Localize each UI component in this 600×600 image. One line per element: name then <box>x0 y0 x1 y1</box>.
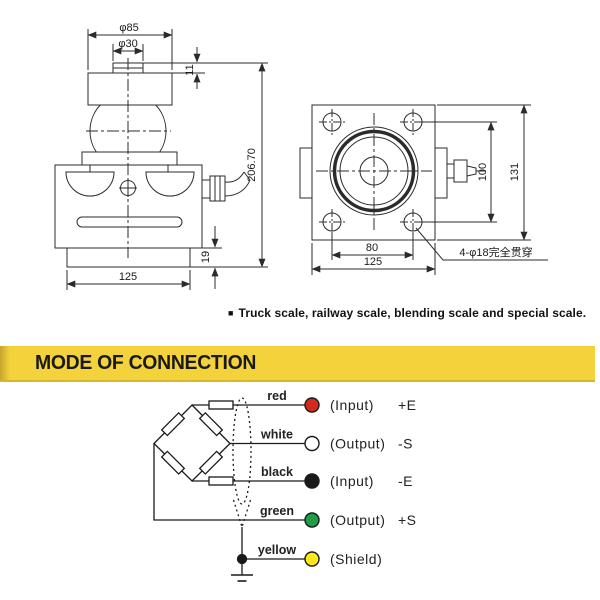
dim-plate-height: 131 <box>509 163 521 181</box>
section-title: MODE OF CONNECTION <box>35 351 257 374</box>
terminal-function: (Input) <box>330 473 374 489</box>
terminal-dot <box>304 473 320 489</box>
technical-drawings: φ85 φ30 11 206.70 19 125 <box>54 22 548 290</box>
terminal-signal: -S <box>398 436 413 452</box>
cable-gland <box>201 171 251 202</box>
terminal-function: (Shield) <box>330 551 382 567</box>
dim-cap-diameter: φ30 <box>118 38 137 50</box>
terminal-dot <box>304 435 320 452</box>
dim-top-diameter: φ85 <box>119 22 138 34</box>
front-view-drawing <box>299 104 486 241</box>
terminal-row-yellow: yellow (Shield) <box>258 543 382 567</box>
side-view-drawing <box>54 58 251 268</box>
ground-symbol <box>231 527 253 582</box>
body-slot <box>76 216 183 228</box>
front-view-dim-labels: 100 131 80 125 4-φ18完全贯穿 <box>364 163 533 268</box>
front-view-dimensions <box>311 104 548 275</box>
dim-hole-pitch-vertical: 100 <box>477 163 489 181</box>
dim-base-height: 19 <box>200 251 212 263</box>
wire-label: green <box>260 504 294 518</box>
side-tab-left <box>299 147 313 199</box>
dim-base-width: 125 <box>119 271 137 283</box>
flange <box>81 151 178 166</box>
terminal-row-green: green (Output) +S <box>260 504 417 528</box>
terminal-function: (Output) <box>330 512 385 528</box>
wire-label: black <box>261 465 293 479</box>
terminal-row-white: white (Output) -S <box>260 428 413 452</box>
terminal-row-red: red (Input) +E <box>267 389 416 413</box>
wheatstone-bridge <box>153 400 234 486</box>
terminal-function: (Output) <box>330 436 385 452</box>
cable-connector <box>446 159 486 183</box>
wire-label: white <box>260 428 293 442</box>
terminal-dot <box>304 551 320 567</box>
dim-total-height: 206.70 <box>246 148 258 182</box>
seat-arc-right <box>145 171 195 197</box>
dim-cap-height: 11 <box>184 64 196 75</box>
seat-arc-left <box>65 171 115 197</box>
dim-plate-width: 125 <box>364 256 382 268</box>
terminal-signal: +E <box>398 397 417 413</box>
application-note-text: Truck scale, railway scale, blending sca… <box>238 306 587 320</box>
bullet-square-icon: ■ <box>228 308 234 318</box>
terminal-function: (Input) <box>330 397 374 413</box>
application-note: ■ Truck scale, railway scale, blending sc… <box>228 306 598 320</box>
side-tab-right <box>434 147 448 199</box>
side-view-dim-labels: φ85 φ30 11 206.70 19 125 <box>118 22 258 283</box>
cable-sheath <box>232 397 252 528</box>
section-banner: MODE OF CONNECTION <box>0 346 595 382</box>
wiring-diagram: red (Input) +E white (Output) -S black (… <box>153 389 417 582</box>
dim-holes-note: 4-φ18完全贯穿 <box>459 245 532 259</box>
terminal-dot <box>304 397 320 413</box>
top-block <box>87 72 173 106</box>
side-view-dimensions <box>66 29 268 290</box>
terminal-row-black: black (Input) -E <box>261 465 413 489</box>
terminal-dot <box>304 512 320 528</box>
terminal-signal: -E <box>398 473 413 489</box>
wire-label: yellow <box>258 543 296 557</box>
wire-label: red <box>267 389 286 403</box>
terminal-signal: +S <box>398 512 417 528</box>
dim-hole-pitch-horizontal: 80 <box>366 242 378 254</box>
